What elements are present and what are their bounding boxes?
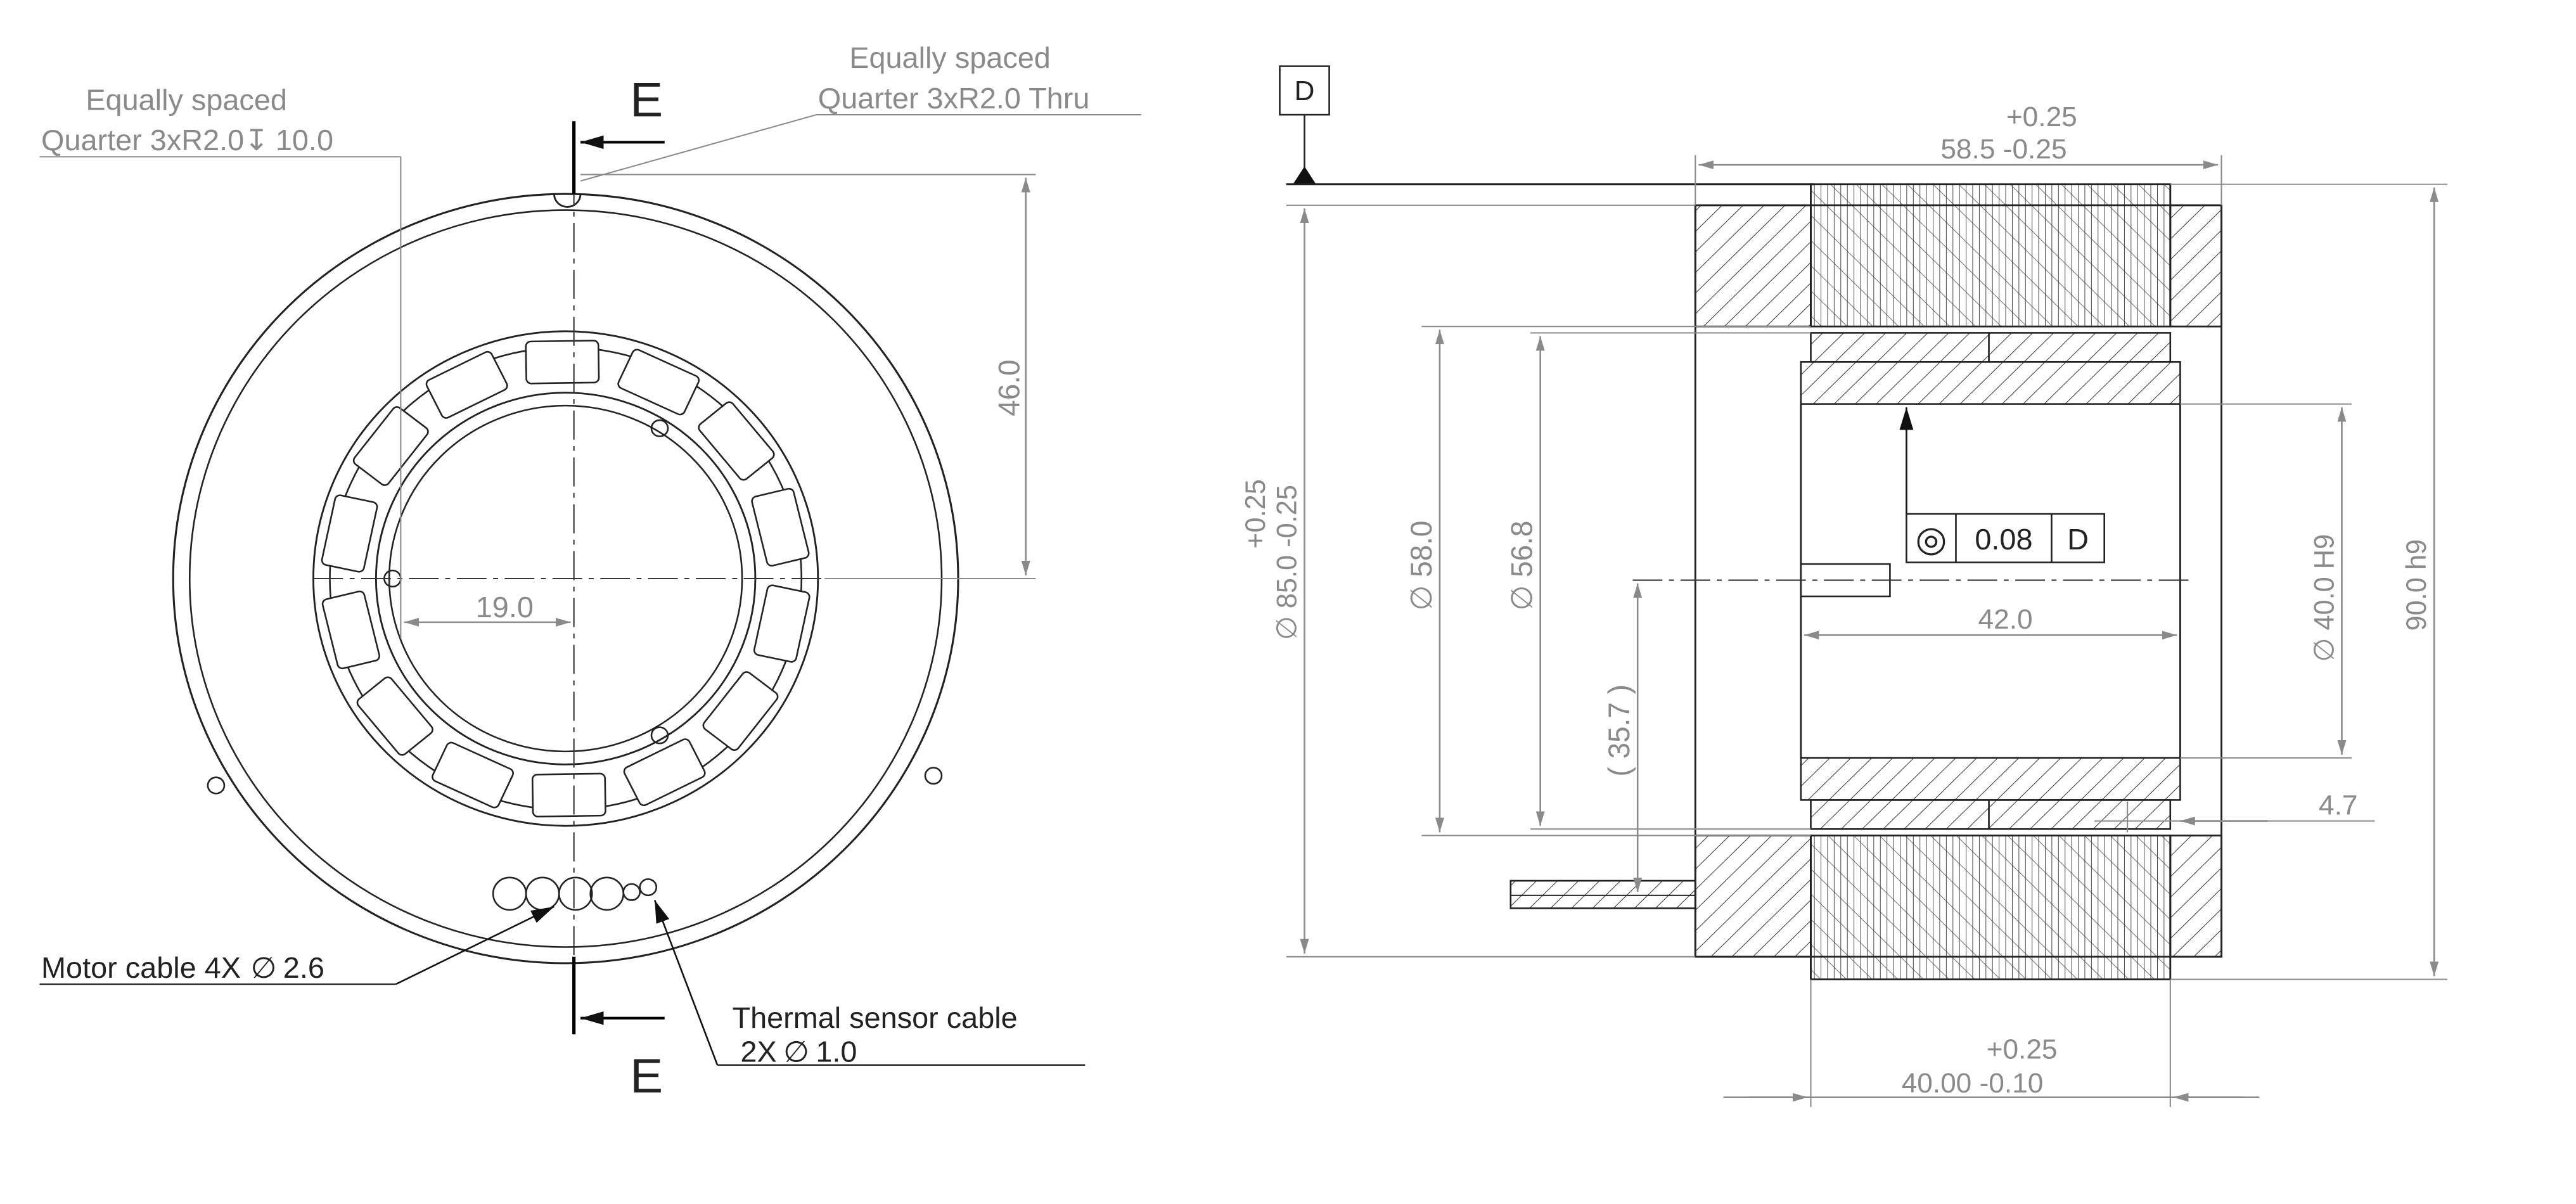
motor-cable-hole xyxy=(558,876,593,911)
note-tr-line1: Equally spaced xyxy=(849,42,1051,74)
front-view: E E 46.0 19.0 Equally spaced Quarter 3xR… xyxy=(39,42,1141,1103)
thermal-cable-hole xyxy=(639,878,658,897)
rotor-magnet-bottom xyxy=(1810,799,2172,830)
stator-tooth xyxy=(751,487,810,567)
section-label-bottom: E xyxy=(630,1049,663,1103)
housing-bottom-right xyxy=(2169,835,2222,958)
rotor-magnet-top xyxy=(1810,332,2172,363)
motor-cable-hole xyxy=(492,876,527,911)
thermal-cable-leader xyxy=(653,900,719,1066)
housing-outline xyxy=(1694,204,2222,958)
dim-19-text: 19.0 xyxy=(476,591,534,624)
stator-tooth xyxy=(321,494,378,573)
cable-exit xyxy=(1509,880,1696,909)
dim-40-h9-text: ∅ 40.0 H9 xyxy=(2309,534,2340,662)
note-tr-leader xyxy=(580,114,817,182)
stator-tooth xyxy=(425,350,508,419)
thermal-cable-note-line2: 2X∅1.0 xyxy=(740,1035,857,1068)
note-tr-line2: Quarter 3xR2.0 Thru xyxy=(818,82,1090,114)
stator-stack-top-cross xyxy=(1810,184,2170,327)
dim-4-7-text: 4.7 xyxy=(2319,790,2358,821)
housing-top-right xyxy=(2169,204,2222,328)
stator-tooth xyxy=(352,406,429,486)
dim-85-lower: ∅ 85.0 -0.25 xyxy=(1271,485,1302,640)
note-tl-line2: Quarter 3xR2.0↧10.0 xyxy=(41,124,333,157)
dim-40-00-lower: 40.00 -0.10 xyxy=(1902,1068,2044,1099)
stator-stack-bottom-cross xyxy=(1810,835,2170,980)
dim-35-7-text: ( 35.7 ) xyxy=(1603,684,1636,776)
stator-tooth xyxy=(432,741,514,809)
rotor-sleeve-top xyxy=(1800,361,2181,405)
motor-cable-leader xyxy=(395,906,554,985)
datum-triangle xyxy=(1293,166,1316,184)
section-label-top: E xyxy=(630,73,663,127)
notch-top xyxy=(553,193,582,208)
stator-tooth xyxy=(702,671,779,751)
tolerance-datum: D xyxy=(2067,523,2089,556)
dim-90-h9-text: 90.0 h9 xyxy=(2401,539,2432,631)
dim-58-5-lower: 58.5 -0.25 xyxy=(1940,134,2067,165)
dim-46-text: 46.0 xyxy=(992,359,1026,416)
dim-56-8-text: ∅ 56.8 xyxy=(1505,521,1539,611)
tolerance-value: 0.08 xyxy=(1975,523,2032,556)
pin-hole-lower xyxy=(650,726,669,745)
dim-58-0-text: ∅ 58.0 xyxy=(1404,521,1438,611)
motor-cable-hole xyxy=(589,876,625,911)
stator-tooth xyxy=(617,349,700,416)
dim-40-00-upper: +0.25 xyxy=(1987,1034,2058,1065)
stator-tooth xyxy=(356,676,433,756)
dim-42-text: 42.0 xyxy=(1978,604,2033,635)
stator-tooth xyxy=(321,590,380,670)
housing-top-left xyxy=(1694,204,1812,328)
notch-left xyxy=(207,776,226,795)
dim-85-upper: +0.25 xyxy=(1240,479,1271,549)
pin-hole-upper xyxy=(650,419,669,437)
tolerance-frame: ◎ 0.08 D xyxy=(1906,513,2106,563)
concentricity-symbol: ◎ xyxy=(1915,520,1947,559)
rotor-sleeve-bottom xyxy=(1800,757,2181,801)
notch-right xyxy=(924,767,943,785)
depth-symbol: ↧ xyxy=(244,124,269,157)
motor-cable-note: Motor cable 4X∅2.6 xyxy=(41,951,324,983)
stator-teeth xyxy=(321,340,811,817)
note-tl-line1: Equally spaced xyxy=(86,84,287,116)
dim-58-5-upper: +0.25 xyxy=(2006,101,2077,132)
motor-cable-hole xyxy=(525,876,560,911)
stator-tooth xyxy=(698,401,775,481)
datum-label: D xyxy=(1295,76,1315,107)
stator-tooth xyxy=(531,772,606,817)
thermal-cable-note-line1: Thermal sensor cable xyxy=(732,1001,1017,1034)
stator-tooth xyxy=(753,584,811,663)
stator-tooth xyxy=(623,738,706,807)
stator-tooth xyxy=(525,340,600,385)
housing-bottom-left xyxy=(1694,835,1812,958)
thermal-cable-hole xyxy=(622,883,641,901)
section-view: D +0.25 58.5 - xyxy=(1240,65,2448,1107)
